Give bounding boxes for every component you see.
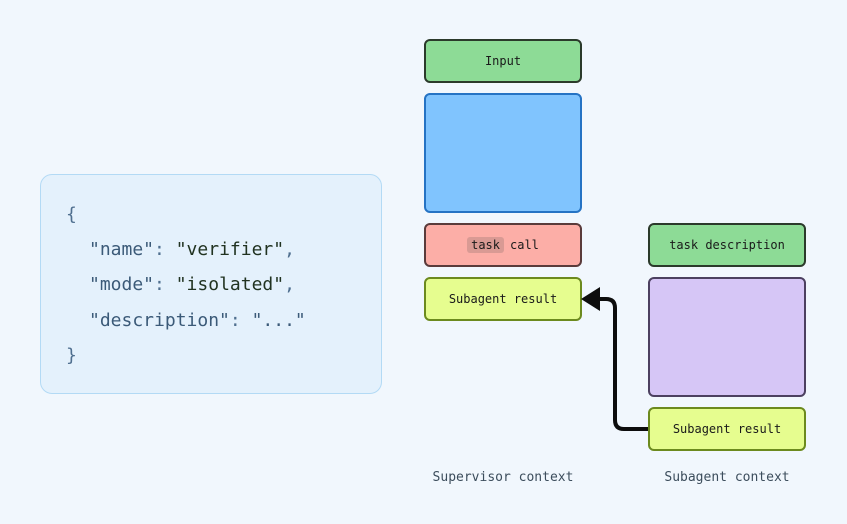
comma: ,	[284, 274, 295, 295]
subagent-result-box: Subagent result	[648, 407, 806, 451]
mode-key: "mode"	[89, 274, 155, 295]
description-value: "..."	[251, 310, 306, 331]
name-value: "verifier"	[175, 239, 285, 260]
colon: :	[154, 274, 176, 295]
code-open-brace: {	[66, 204, 77, 226]
code-close-brace: }	[66, 345, 77, 367]
code-line-mode: "mode": "isolated",	[89, 274, 295, 296]
task-call-label: call	[510, 238, 539, 252]
open-brace: {	[66, 204, 77, 225]
comma: ,	[284, 239, 295, 260]
input-label: Input	[484, 54, 522, 68]
colon: :	[154, 239, 176, 260]
return-arrow-line	[596, 297, 648, 431]
return-arrow-head	[581, 287, 600, 311]
colon: :	[229, 310, 252, 331]
description-key: "description"	[89, 310, 230, 331]
supervisor-context-caption: Supervisor context	[432, 470, 574, 485]
supervisor-subagent-result-box: Subagent result	[424, 277, 582, 321]
agent-config-code-panel: { "name": "verifier", "mode": "isolated"…	[40, 174, 382, 394]
supervisor-result-label: Subagent result	[448, 292, 558, 306]
mode-value: "isolated"	[175, 274, 285, 295]
task-description-box: task description	[648, 223, 806, 267]
subagent-context-block	[648, 277, 806, 397]
task-description-label: task description	[669, 238, 785, 252]
code-line-name: "name": "verifier",	[89, 239, 295, 261]
close-brace: }	[66, 345, 77, 366]
task-call-box: task call	[424, 223, 582, 267]
name-key: "name"	[89, 239, 155, 260]
subagent-context-caption: Subagent context	[664, 470, 790, 485]
code-line-description: "description": "..."	[89, 310, 306, 332]
task-chip: task	[467, 237, 504, 253]
supervisor-context-block	[424, 93, 582, 213]
subagent-result-label: Subagent result	[672, 422, 782, 436]
input-box: Input	[424, 39, 582, 83]
